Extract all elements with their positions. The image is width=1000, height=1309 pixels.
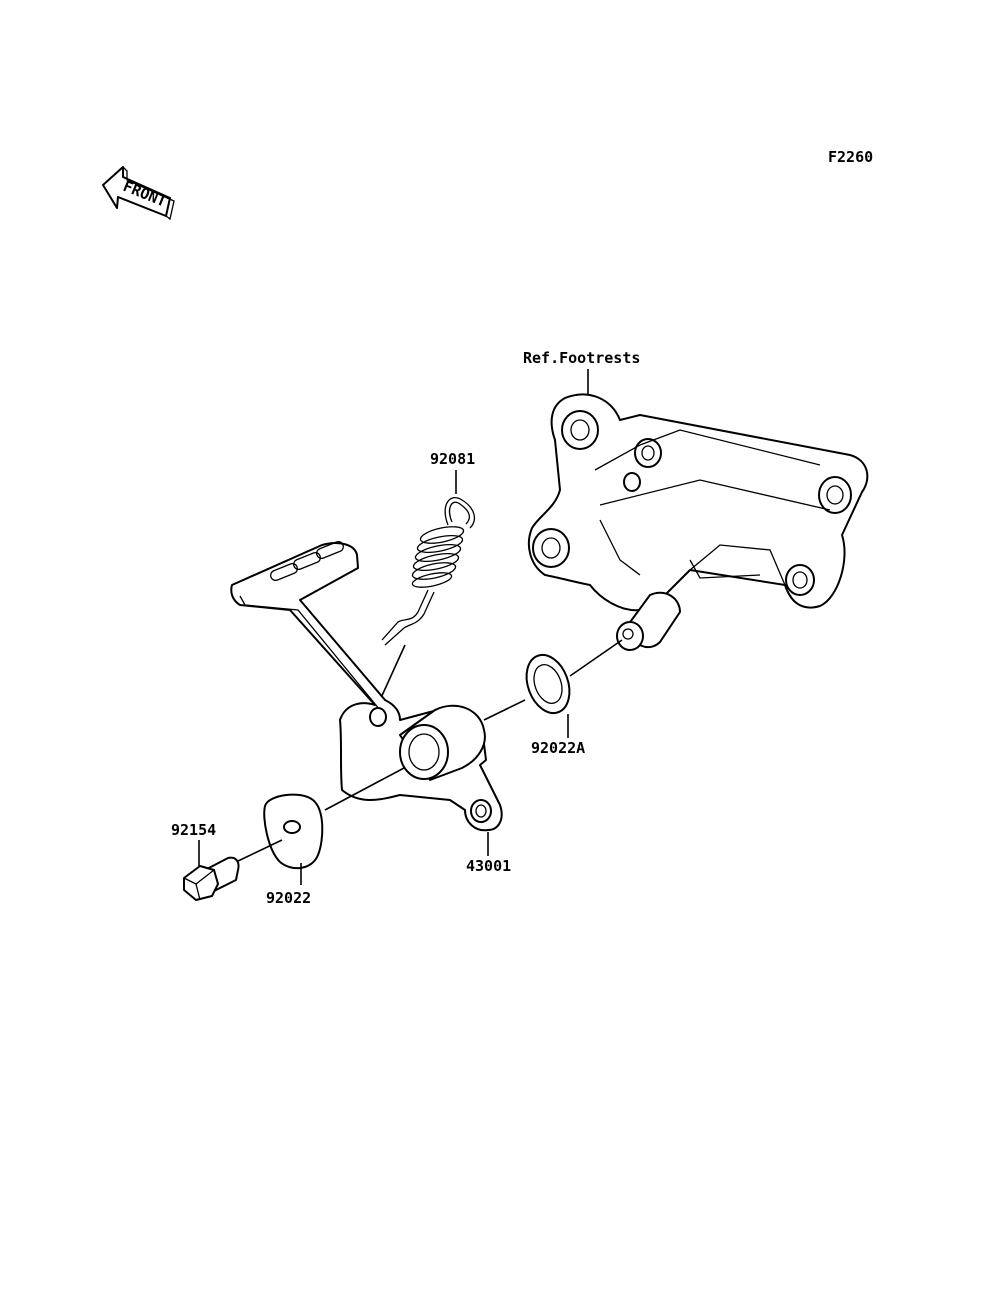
- label-ref-footrests: Ref.Footrests: [523, 349, 640, 367]
- axis-line-c: [324, 767, 405, 811]
- axis-line-d: [235, 839, 283, 863]
- axis-line-b: [569, 639, 623, 677]
- label-43001: 43001: [466, 857, 511, 875]
- label-92154: 92154: [171, 821, 216, 839]
- washer-92022A: [525, 653, 571, 715]
- label-92022: 92022: [266, 889, 311, 907]
- front-direction-arrow-icon: FRONT: [102, 166, 175, 221]
- label-92081: 92081: [430, 450, 475, 468]
- label-92022A: 92022A: [531, 739, 585, 757]
- brake-pedal: [230, 540, 503, 832]
- footrest-bracket: [527, 393, 869, 651]
- return-spring: [381, 497, 476, 646]
- bolt-92154: [183, 856, 240, 901]
- diagram-code: F2260: [828, 148, 873, 166]
- leader-spring-to-lever: [379, 644, 406, 701]
- axis-line-a: [483, 699, 526, 721]
- washer-92022: [263, 793, 324, 870]
